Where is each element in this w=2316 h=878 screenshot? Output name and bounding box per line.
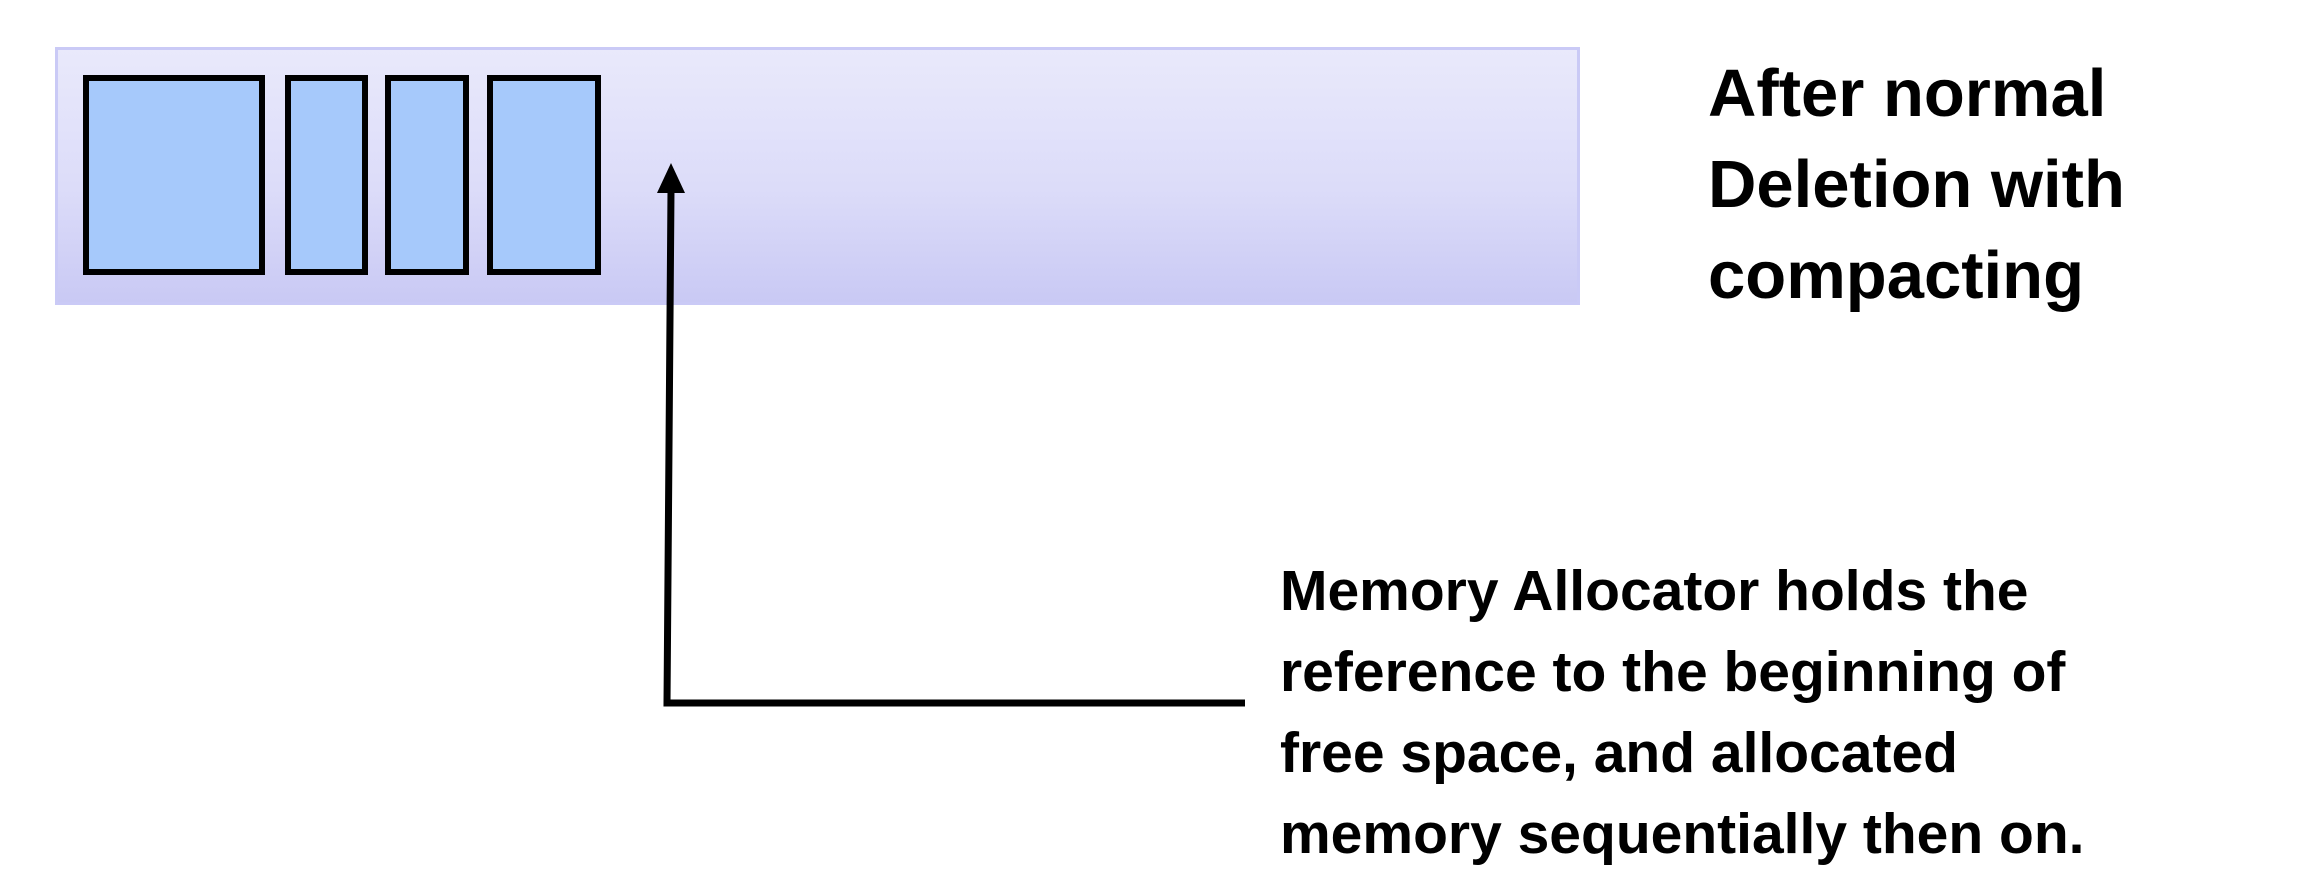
allocator-annotation: Memory Allocator holds the reference to …: [1280, 551, 2085, 875]
title-line: After normal: [1708, 56, 2107, 131]
allocated-block: [487, 75, 601, 275]
annotation-line: free space, and allocated: [1280, 721, 1958, 785]
annotation-line: reference to the beginning of: [1280, 640, 2066, 704]
title-line: Deletion with: [1708, 147, 2125, 222]
allocated-block: [285, 75, 368, 275]
allocated-block: [385, 75, 469, 275]
allocated-block: [83, 75, 265, 275]
annotation-line: Memory Allocator holds the: [1280, 559, 2029, 623]
diagram-title: After normal Deletion with compacting: [1708, 48, 2125, 321]
annotation-line: memory sequentially then on.: [1280, 802, 2085, 866]
title-line: compacting: [1708, 238, 2084, 313]
memory-heap: [55, 47, 1580, 305]
